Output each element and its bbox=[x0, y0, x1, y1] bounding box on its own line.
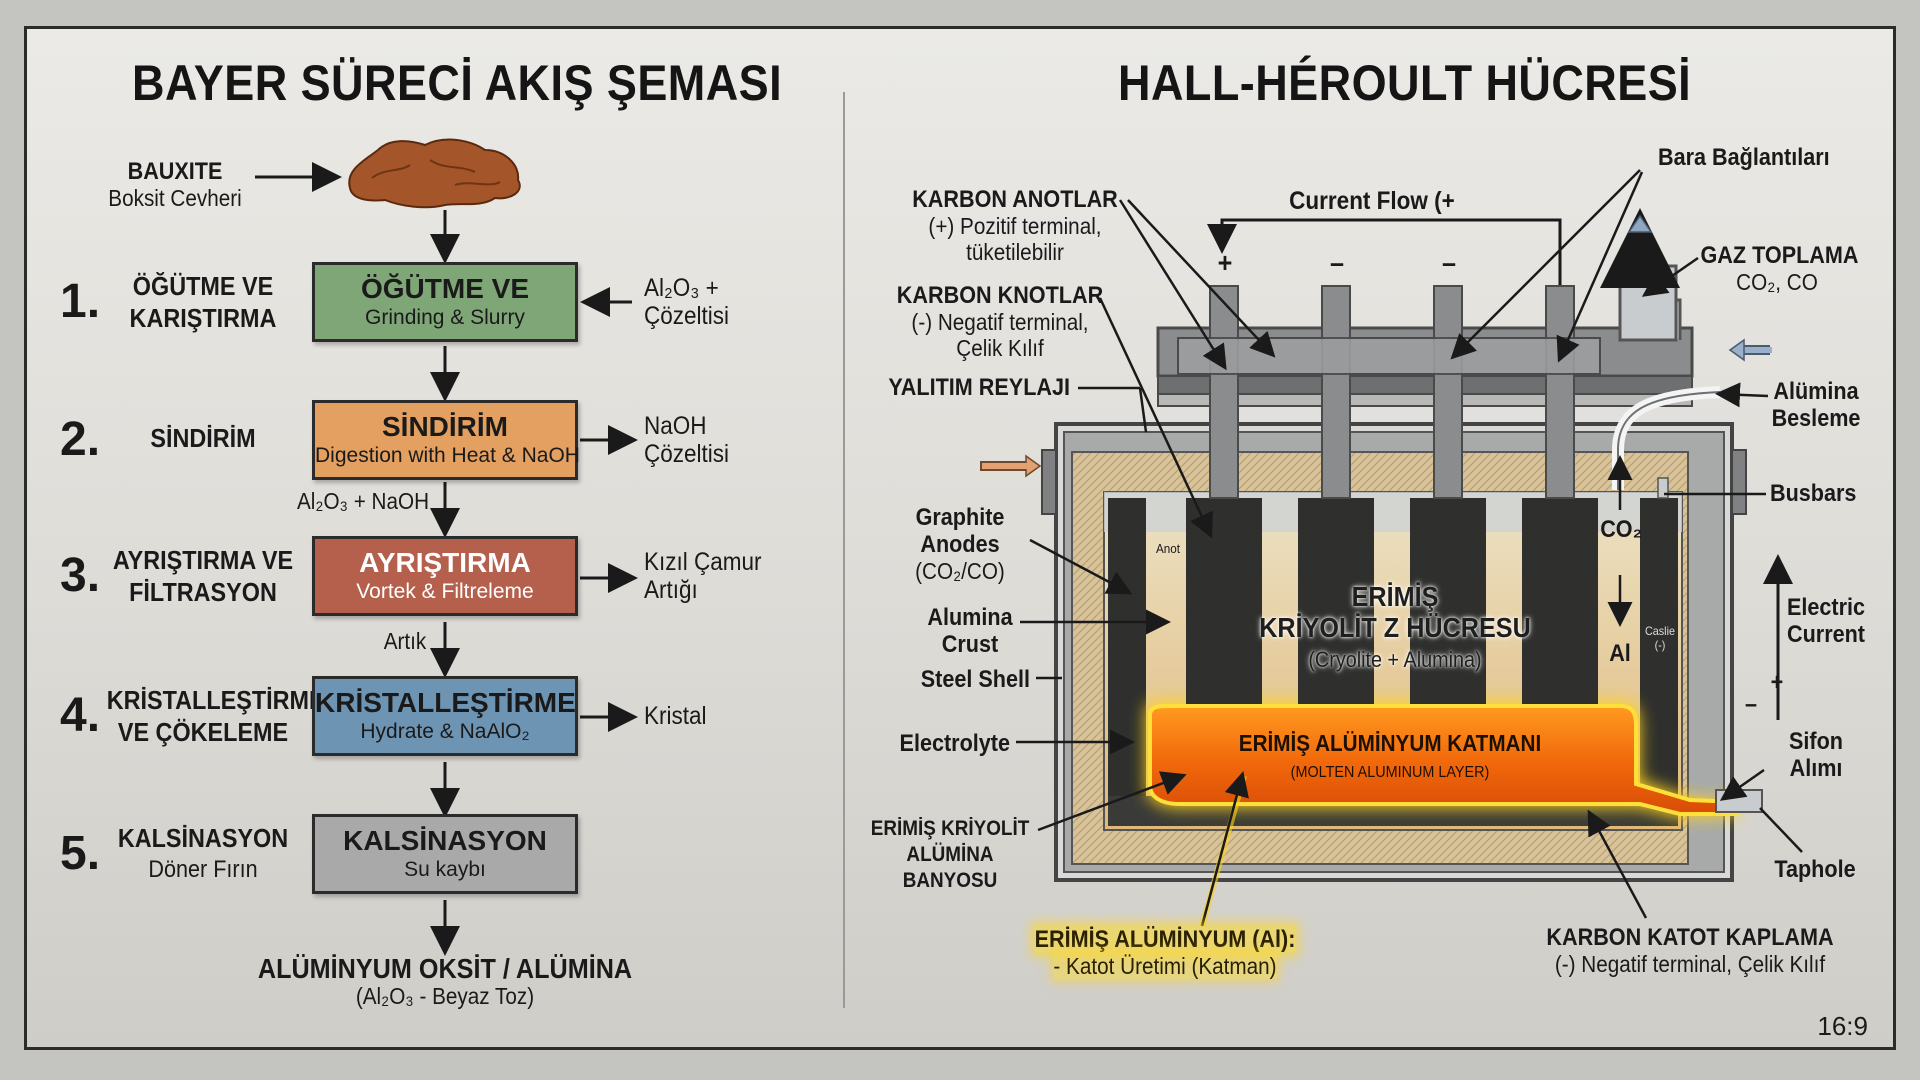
graphite-anodes-label: Graphite Anodes(CO₂/CO) bbox=[915, 504, 1005, 585]
side-stream-label: Kristal bbox=[644, 702, 707, 730]
side-stream-label: Kızıl Çamur Artığı bbox=[644, 548, 762, 604]
hall-title: HALL-HÉROULT HÜCRESİ bbox=[1118, 55, 1692, 111]
process-box-sub: Vortek & Filtreleme bbox=[356, 580, 534, 603]
step-label: KALSİNASYON Döner Fırın bbox=[107, 822, 300, 886]
side-stream-label: NaOH Çözeltisi bbox=[644, 412, 730, 468]
between-label-2: Al₂O₃ + NaOH bbox=[297, 488, 430, 514]
karbon-anotlar-label: KARBON ANOTLAR(+) Pozitif terminal, tüke… bbox=[912, 186, 1118, 266]
sifon-label: Sifon Alımı bbox=[1789, 728, 1843, 782]
anode-polarity-sign: + bbox=[1217, 247, 1233, 278]
step-label-text: AYRIŞTIRMA VE FİLTRASYON bbox=[112, 545, 294, 607]
step-label-text: SİNDİRİM bbox=[150, 423, 256, 453]
alumina-crust-label: Alumina Crust bbox=[927, 604, 1013, 658]
busbars-label: Busbars bbox=[1770, 480, 1857, 507]
current-minus: – bbox=[1744, 691, 1758, 718]
electrolyte-label: Electrolyte bbox=[899, 730, 1010, 757]
aspect-ratio-label: 16:9 bbox=[1817, 1011, 1868, 1041]
anot-small-label: Anot bbox=[1155, 541, 1181, 556]
step-label-text: KRİSTALLEŞTİRME VE ÇÖKELEME bbox=[106, 685, 325, 747]
yalitim-label: YALITIM REYLAJI bbox=[888, 374, 1070, 401]
taphole-label: Taphole bbox=[1774, 856, 1856, 883]
casing-small-label: Caslie (-) bbox=[1644, 624, 1676, 652]
bara-label: Bara Bağlantıları bbox=[1658, 144, 1830, 171]
current-flow-label: Current Flow (+ bbox=[1289, 187, 1455, 215]
step-number: 5. bbox=[60, 827, 101, 880]
erimis-kriyolit-label: ERİMİŞ KRİYOLİT ALÜMİNA BANYOSU bbox=[870, 817, 1030, 892]
step-label-text: KALSİNASYON bbox=[117, 823, 289, 853]
step-number: 2. bbox=[60, 413, 101, 466]
final-product: ALÜMİNYUM OKSİT / ALÜMİNA(Al₂O₃ - Beyaz … bbox=[257, 953, 633, 1010]
steel-shell-label: Steel Shell bbox=[920, 666, 1030, 693]
bayer-title: BAYER SÜRECİ AKIŞ ŞEMASI bbox=[132, 55, 783, 111]
step-label: SİNDİRİM bbox=[107, 422, 300, 454]
graphite-anodes bbox=[1186, 498, 1598, 704]
current-plus: + bbox=[1770, 669, 1784, 696]
anode-polarity-sign: – bbox=[1441, 247, 1457, 278]
step-label-sub: Döner Fırın bbox=[148, 856, 258, 883]
karbon-knotlar-label: KARBON KNOTLAR(-) Negatif terminal, Çeli… bbox=[896, 282, 1104, 362]
process-box-title: KRİSTALLEŞTİRME bbox=[315, 687, 576, 718]
bath-label: ERİMİŞ KRİYOLİT Z HÜCRESU (Cryolite + Al… bbox=[1259, 581, 1531, 673]
process-box-title: AYRIŞTIRMA bbox=[359, 547, 531, 578]
process-box-title: ÖĞÜTME VE bbox=[360, 273, 529, 304]
step-label: ÖĞÜTME VE KARIŞTIRMA bbox=[107, 270, 300, 334]
process-box-sub: Digestion with Heat & NaOH bbox=[315, 444, 580, 467]
step-number: 1. bbox=[60, 275, 101, 328]
bauxite-rock-icon bbox=[348, 138, 521, 209]
between-label-3: Artık bbox=[383, 628, 427, 654]
step-number: 4. bbox=[60, 689, 101, 742]
alumina-besleme-label: Alümina Besleme bbox=[1771, 378, 1861, 432]
katot-label: KARBON KATOT KAPLAMA(-) Negatif terminal… bbox=[1546, 924, 1834, 978]
process-box-sub: Su kaybı bbox=[404, 858, 486, 881]
al-label: Al bbox=[1609, 640, 1631, 667]
electric-current-label: Electric Current bbox=[1786, 594, 1866, 648]
process-box-title: SİNDİRİM bbox=[382, 411, 508, 442]
co2-label: CO₂ bbox=[1600, 516, 1643, 543]
anode-polarity-sign: – bbox=[1329, 247, 1345, 278]
side-stream-label: Al₂O₃ + Çözeltisi bbox=[644, 274, 730, 330]
step-label-text: ÖĞÜTME VE KARIŞTIRMA bbox=[129, 271, 277, 333]
process-box-sub: Hydrate & NaAlO₂ bbox=[360, 720, 530, 743]
panel-divider bbox=[843, 92, 845, 1008]
process-box-sub: Grinding & Slurry bbox=[365, 306, 525, 329]
step-label: KRİSTALLEŞTİRME VE ÇÖKELEME bbox=[107, 684, 325, 748]
erimis-al-label: ERİMİŞ ALÜMİNYUM (Al): - Katot Üretimi (… bbox=[1034, 926, 1296, 979]
metal-layer-label: ERİMİŞ ALÜMİNYUM KATMANI (MOLTEN ALUMINU… bbox=[1238, 730, 1542, 781]
process-box-title: KALSİNASYON bbox=[343, 825, 547, 856]
step-number: 3. bbox=[60, 549, 101, 602]
step-label: AYRIŞTIRMA VE FİLTRASYON bbox=[107, 544, 300, 608]
